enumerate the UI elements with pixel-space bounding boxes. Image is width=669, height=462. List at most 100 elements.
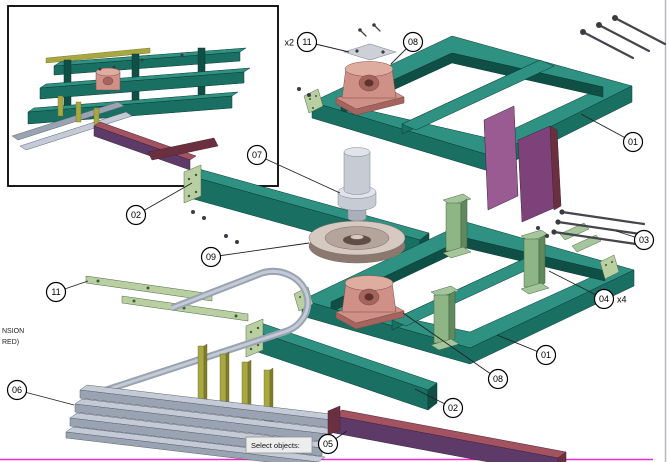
leader-line <box>135 182 193 216</box>
support-posts[interactable] <box>430 193 550 351</box>
bolt-hole <box>611 261 613 263</box>
left-note-line2: RED) <box>2 339 19 346</box>
screw-dot <box>224 234 228 238</box>
post-bottom-flange <box>442 246 472 259</box>
callout-11-left[interactable]: 11 <box>45 280 89 303</box>
callout-label: 01 <box>541 350 551 360</box>
callout-02-left[interactable]: 02 <box>125 182 193 226</box>
turntable-wheel[interactable] <box>308 220 406 264</box>
callout-circle <box>125 204 147 226</box>
callout-01-top[interactable]: 01 <box>580 113 644 153</box>
callout-label: 11 <box>302 37 311 47</box>
command-prompt: Select objects: <box>245 436 313 454</box>
support-post[interactable] <box>520 229 550 295</box>
angle-clip <box>571 234 602 253</box>
callout-circle <box>622 131 644 153</box>
callout-09[interactable]: 09 <box>200 242 310 268</box>
post-bottom-flange <box>430 338 460 351</box>
inset-brace <box>147 137 219 161</box>
callout-08-bottom[interactable]: 08 <box>402 312 509 390</box>
callout-03[interactable]: 03 <box>615 229 655 251</box>
post-bottom-flange <box>520 282 550 295</box>
callout-07[interactable]: 07 <box>246 144 341 194</box>
callout-01-bottom[interactable]: 01 <box>496 334 557 366</box>
bolt-set-top[interactable] <box>580 15 667 60</box>
bearing-housing-top <box>344 275 394 291</box>
bolt-hole <box>146 286 150 290</box>
callout-label: 08 <box>493 374 503 384</box>
inset-rail <box>19 111 133 151</box>
post-front <box>523 238 540 288</box>
wheel-hub-center <box>350 234 364 240</box>
curved-guide-rail[interactable] <box>98 267 312 396</box>
bolt-hole <box>605 264 607 266</box>
support-post[interactable] <box>442 193 472 259</box>
bolt-head <box>555 219 561 225</box>
prompt-text: Select objects: <box>251 441 300 450</box>
inset-slat <box>75 101 82 123</box>
callout-02-bottom[interactable]: 02 <box>414 388 464 419</box>
drive-beam-purple[interactable] <box>327 405 567 462</box>
bolt-hole <box>132 299 136 303</box>
bolt-set-right[interactable] <box>536 209 646 246</box>
rail-front <box>65 431 319 462</box>
angle-clips[interactable] <box>559 222 602 253</box>
leader-line <box>256 154 341 194</box>
bolt-hole <box>194 173 198 177</box>
screw-dot <box>355 49 359 53</box>
inset-beam-top <box>39 67 251 89</box>
callout-08-top[interactable]: 08 <box>390 31 424 65</box>
bolt <box>613 16 667 46</box>
prompt-box <box>245 436 313 454</box>
cross-beam-bottom[interactable] <box>245 318 438 411</box>
bolt-hole <box>309 98 311 100</box>
bearing-bore-center <box>364 79 374 87</box>
detail-inset[interactable] <box>7 5 279 187</box>
mount-plate-edge <box>549 125 562 211</box>
callout-circle <box>6 379 28 401</box>
callout-05[interactable]: 05 <box>317 430 348 455</box>
beam-end-face <box>557 451 567 462</box>
support-post[interactable] <box>430 285 460 351</box>
wheel-hub <box>343 234 371 246</box>
callout-04[interactable]: 04 x4 <box>548 270 627 310</box>
screw-dot <box>381 50 385 54</box>
guide-curve-inner <box>99 269 310 394</box>
slat-side <box>203 343 208 403</box>
bolt-head <box>612 15 618 21</box>
mount-plate <box>517 125 555 223</box>
callout-label: 01 <box>628 137 638 147</box>
leader-line <box>210 242 310 258</box>
screw-dot <box>202 216 206 220</box>
bolt <box>597 23 651 53</box>
bolt-hole <box>249 330 253 334</box>
callout-circle <box>633 229 655 251</box>
slat-side <box>225 351 230 411</box>
inset-screw-dot <box>112 65 116 69</box>
pivot-shaft[interactable] <box>337 147 377 222</box>
end-plate <box>183 164 202 204</box>
bearing-block-bottom[interactable] <box>335 275 405 330</box>
bolt <box>560 210 646 226</box>
bolt-hole <box>187 194 191 198</box>
callout-label: 07 <box>252 150 262 160</box>
inset-screw-dot <box>140 58 144 62</box>
screw-dot <box>297 87 301 91</box>
callout-circle <box>200 246 222 268</box>
callout-11-top[interactable]: 11 x2 <box>284 31 350 53</box>
bolt-head <box>559 209 565 215</box>
beam-end-cap <box>327 405 341 436</box>
bolt-hole <box>234 314 238 318</box>
mount-plates-purple[interactable] <box>483 105 562 223</box>
callout-circle <box>402 31 424 53</box>
screw-dot <box>536 226 540 230</box>
bolt-head <box>596 22 602 28</box>
callout-label: 03 <box>639 235 649 245</box>
flat-bars[interactable] <box>85 275 249 322</box>
bearing-block-top[interactable] <box>297 23 405 116</box>
screw-dot <box>545 234 549 238</box>
callout-label: 08 <box>408 37 418 47</box>
callout-circle <box>296 31 318 53</box>
callout-06[interactable]: 06 <box>6 379 75 406</box>
